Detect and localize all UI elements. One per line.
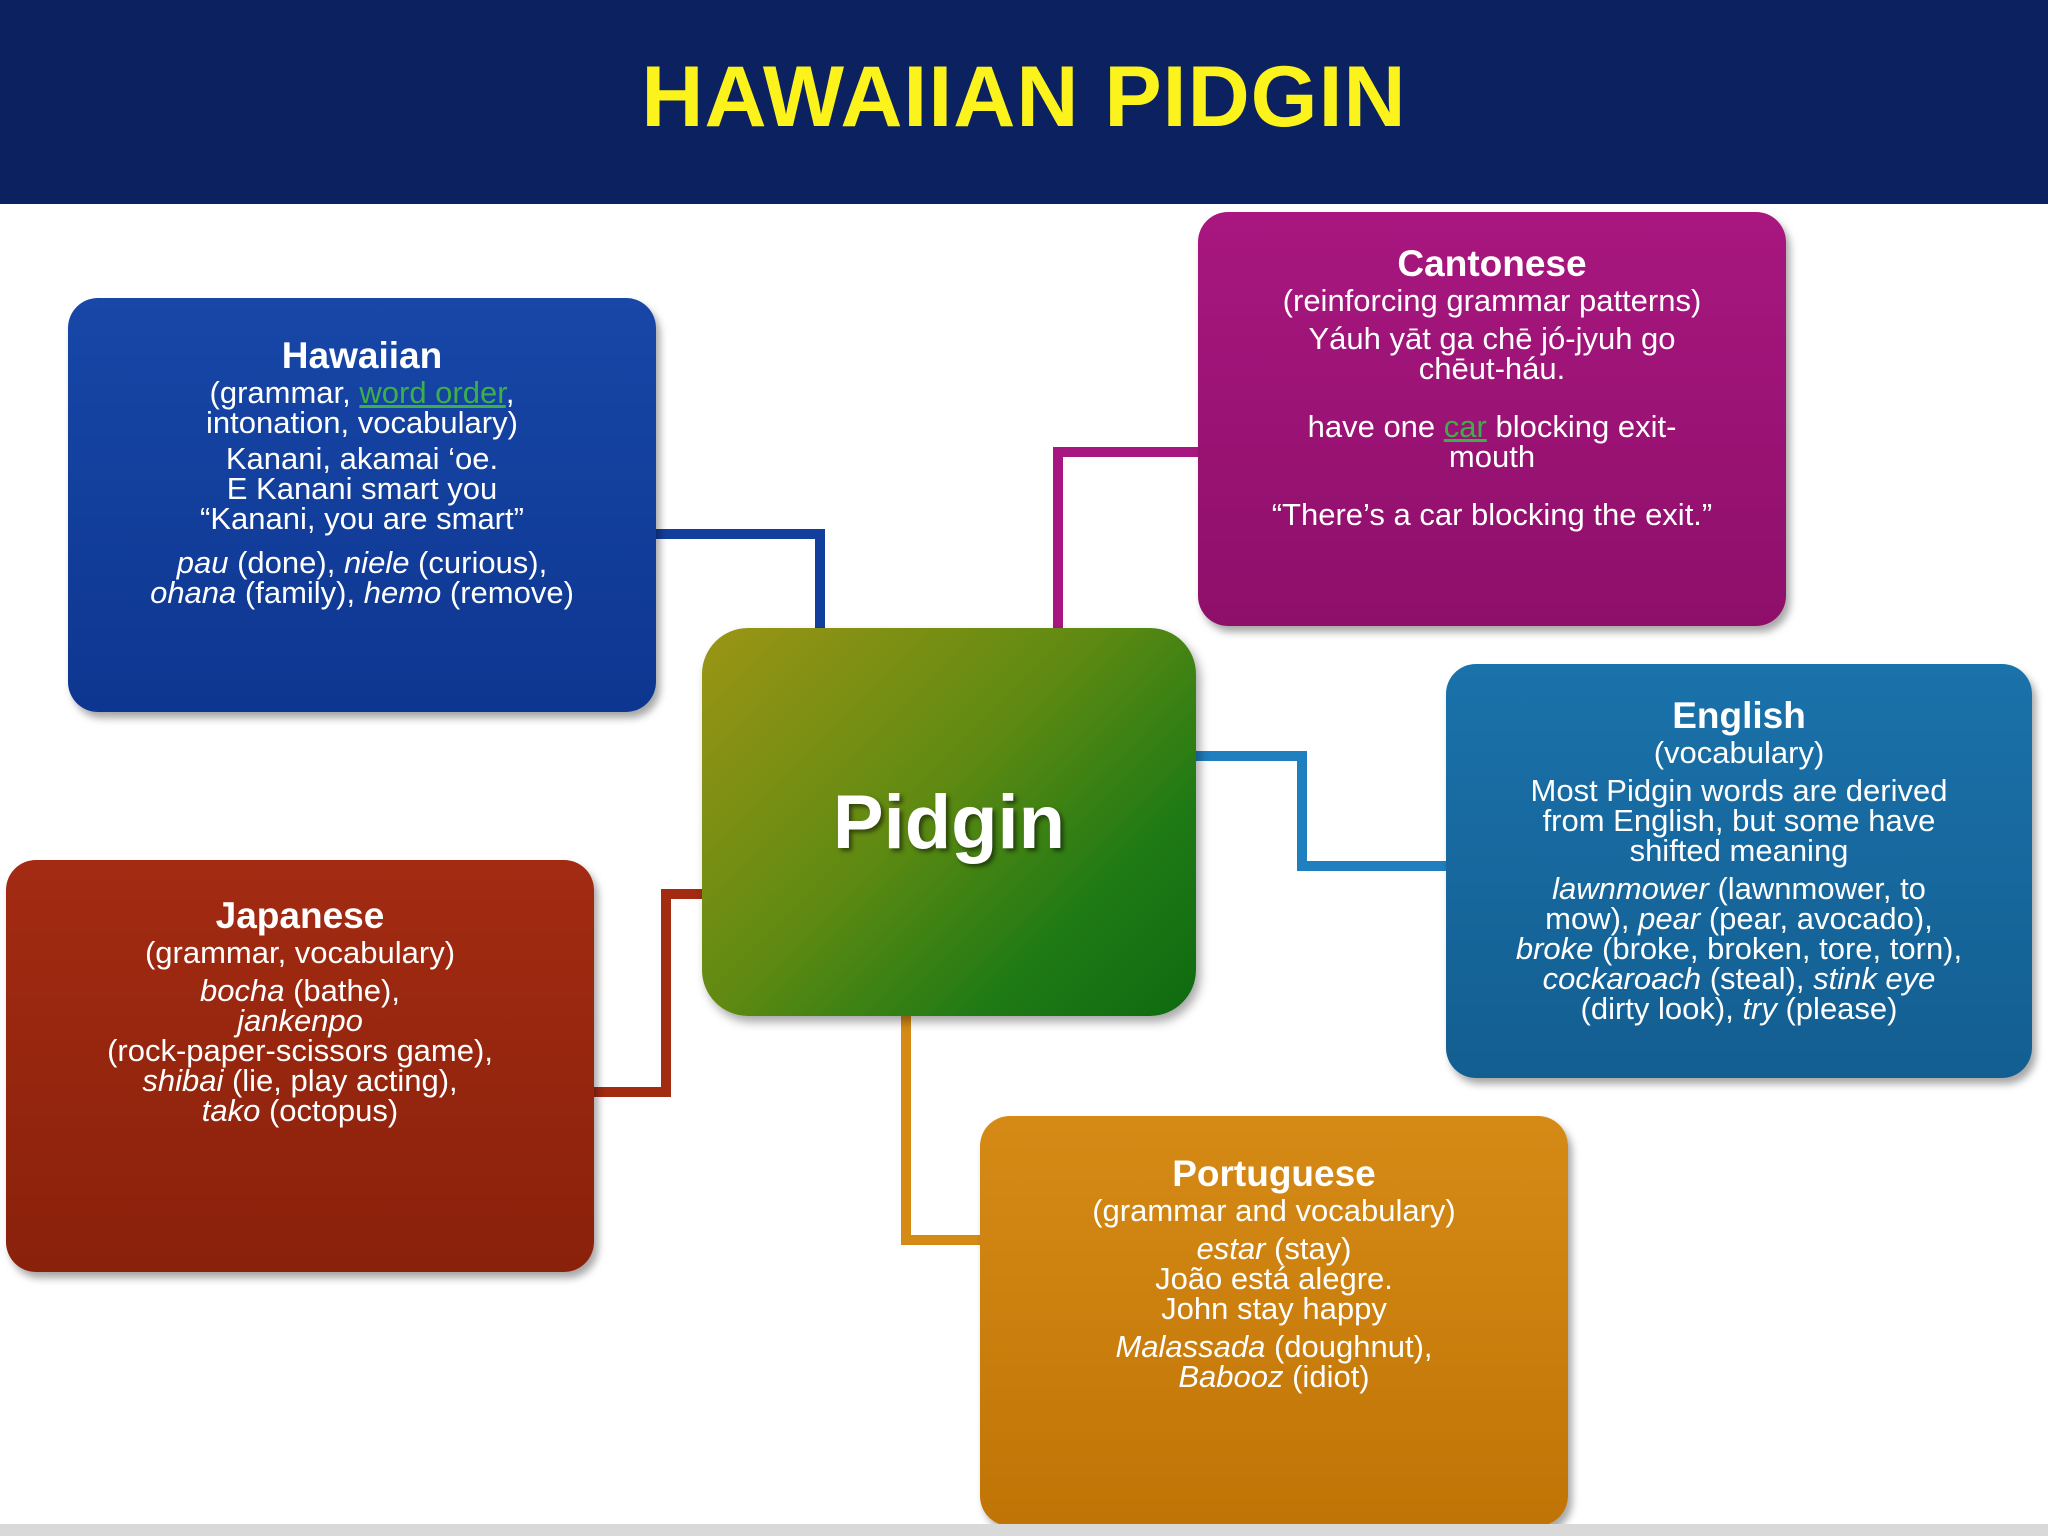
hawaiian-role: (grammar, word order, bbox=[68, 375, 656, 410]
header-bar bbox=[0, 0, 2048, 204]
hawaiian-role-text: (grammar, bbox=[209, 375, 360, 410]
japanese-words-2: jankenpo bbox=[6, 1003, 594, 1038]
hawaiian-example-2: E Kanani smart you bbox=[226, 471, 498, 506]
japanese-heading: Japanese bbox=[215, 895, 385, 936]
hawaiian-role-comma: , bbox=[505, 375, 515, 410]
hawaiian-box: Hawaiian (grammar, word order, intonatio… bbox=[68, 298, 656, 712]
word-cockaroach: cockaroach bbox=[1542, 961, 1702, 996]
hawaiian-role-line2: intonation, vocabulary) bbox=[206, 405, 518, 440]
portuguese-box: Portuguese (grammar and vocabulary) esta… bbox=[980, 1116, 1568, 1526]
portuguese-example-2: John stay happy bbox=[1161, 1291, 1387, 1326]
portuguese-words-3: Babooz (idiot) bbox=[980, 1359, 1568, 1394]
gloss-try: (please) bbox=[1776, 991, 1898, 1026]
gloss-ohana: (family), bbox=[236, 575, 364, 610]
hawaiian-example-1: Kanani, akamai ‘oe. bbox=[225, 441, 499, 476]
japanese-box: Japanese (grammar, vocabulary) bocha (ba… bbox=[6, 860, 594, 1272]
english-words-5: (dirty look), try (please) bbox=[1446, 991, 2032, 1026]
gloss-broke: (broke, broken, tore, torn), bbox=[1593, 931, 1963, 966]
slide-title: HAWAIIAN PIDGIN bbox=[641, 49, 1407, 145]
car-link[interactable]: car bbox=[1443, 409, 1487, 444]
word-order-link[interactable]: word order bbox=[359, 375, 506, 410]
japanese-words-1: bocha (bathe), bbox=[6, 973, 594, 1008]
gloss-tako: (octopus) bbox=[260, 1093, 399, 1128]
pidgin-label: Pidgin bbox=[832, 779, 1066, 865]
gloss-shibai: (lie, play acting), bbox=[223, 1063, 458, 1098]
gloss-lawnmower-cont: mow), bbox=[1545, 901, 1639, 936]
portuguese-heading: Portuguese bbox=[1172, 1153, 1376, 1194]
word-stink-eye: stink eye bbox=[1813, 961, 1936, 996]
word-jankenpo: jankenpo bbox=[237, 1003, 363, 1038]
hawaiian-example-3: “Kanani, you are smart” bbox=[200, 501, 524, 536]
hawaiian-words-2: ohana (family), hemo (remove) bbox=[68, 575, 656, 610]
english-box: English (vocabulary) Most Pidgin words a… bbox=[1446, 664, 2032, 1078]
word-niele: niele bbox=[343, 545, 410, 580]
cantonese-example-1: Yáuh yāt ga chē jó-jyuh go bbox=[1308, 321, 1676, 356]
portuguese-example-1: João está alegre. bbox=[1155, 1261, 1393, 1296]
english-desc-2: from English, but some have bbox=[1542, 803, 1936, 838]
word-pau: pau bbox=[176, 545, 229, 580]
japanese-words-4: shibai (lie, play acting), bbox=[6, 1063, 594, 1098]
japanese-words-5: tako (octopus) bbox=[6, 1093, 594, 1128]
gloss-estar: (stay) bbox=[1265, 1231, 1352, 1266]
word-bocha: bocha bbox=[200, 973, 285, 1008]
english-words-3: broke (broke, broken, tore, torn), bbox=[1446, 931, 2032, 966]
word-lawnmower: lawnmower bbox=[1552, 871, 1709, 906]
english-role: (vocabulary) bbox=[1653, 735, 1825, 770]
english-heading: English bbox=[1672, 695, 1806, 736]
english-desc-3: shifted meaning bbox=[1629, 833, 1849, 868]
gloss-lawnmower: (lawnmower, to bbox=[1708, 871, 1926, 906]
gloss-babooz: (idiot) bbox=[1283, 1359, 1370, 1394]
gloss-hemo: (remove) bbox=[441, 575, 574, 610]
cantonese-example-2: chēut-háu. bbox=[1418, 351, 1566, 386]
word-hemo: hemo bbox=[363, 575, 442, 610]
portuguese-words-1: estar (stay) bbox=[980, 1231, 1568, 1266]
portuguese-role: (grammar and vocabulary) bbox=[1092, 1193, 1456, 1228]
cantonese-example-4: mouth bbox=[1448, 439, 1536, 474]
word-try: try bbox=[1742, 991, 1777, 1026]
word-shibai: shibai bbox=[142, 1063, 224, 1098]
gloss-cockaroach: (steal), bbox=[1701, 961, 1814, 996]
gloss-pear: (pear, avocado), bbox=[1700, 901, 1933, 936]
gloss-stink-eye: (dirty look), bbox=[1580, 991, 1743, 1026]
word-tako: tako bbox=[201, 1093, 261, 1128]
english-desc-1: Most Pidgin words are derived bbox=[1530, 773, 1948, 808]
word-babooz: Babooz bbox=[1178, 1359, 1284, 1394]
cantonese-translation: “There’s a car blocking the exit.” bbox=[1271, 497, 1713, 532]
word-ohana: ohana bbox=[150, 575, 237, 610]
cantonese-gloss-post: blocking exit- bbox=[1486, 409, 1677, 444]
gloss-bocha: (bathe), bbox=[284, 973, 400, 1008]
word-broke: broke bbox=[1515, 931, 1594, 966]
english-words-4: cockaroach (steal), stink eye bbox=[1446, 961, 2032, 996]
hawaiian-heading: Hawaiian bbox=[281, 335, 443, 376]
word-malassada: Malassada bbox=[1115, 1329, 1266, 1364]
cantonese-example-3: have one car blocking exit- bbox=[1198, 409, 1786, 444]
english-words-2: mow), pear (pear, avocado), bbox=[1446, 901, 2032, 936]
cantonese-box: Cantonese (reinforcing grammar patterns)… bbox=[1198, 212, 1786, 626]
cantonese-gloss-pre: have one bbox=[1307, 409, 1444, 444]
cantonese-role: (reinforcing grammar patterns) bbox=[1282, 283, 1702, 318]
gloss-malassada: (doughnut), bbox=[1265, 1329, 1433, 1364]
pidgin-center-box: Pidgin bbox=[702, 628, 1196, 1016]
gloss-niele: (curious), bbox=[409, 545, 548, 580]
bottom-scrollbar bbox=[0, 1524, 2048, 1536]
word-estar: estar bbox=[1196, 1231, 1266, 1266]
gloss-pau: (done), bbox=[228, 545, 344, 580]
cantonese-heading: Cantonese bbox=[1397, 243, 1587, 284]
portuguese-words-2: Malassada (doughnut), bbox=[980, 1329, 1568, 1364]
english-words-1: lawnmower (lawnmower, to bbox=[1446, 871, 2032, 906]
word-pear: pear bbox=[1638, 901, 1701, 936]
hawaiian-words-1: pau (done), niele (curious), bbox=[68, 545, 656, 580]
japanese-words-3: (rock-paper-scissors game), bbox=[107, 1033, 493, 1068]
japanese-role: (grammar, vocabulary) bbox=[144, 935, 456, 970]
